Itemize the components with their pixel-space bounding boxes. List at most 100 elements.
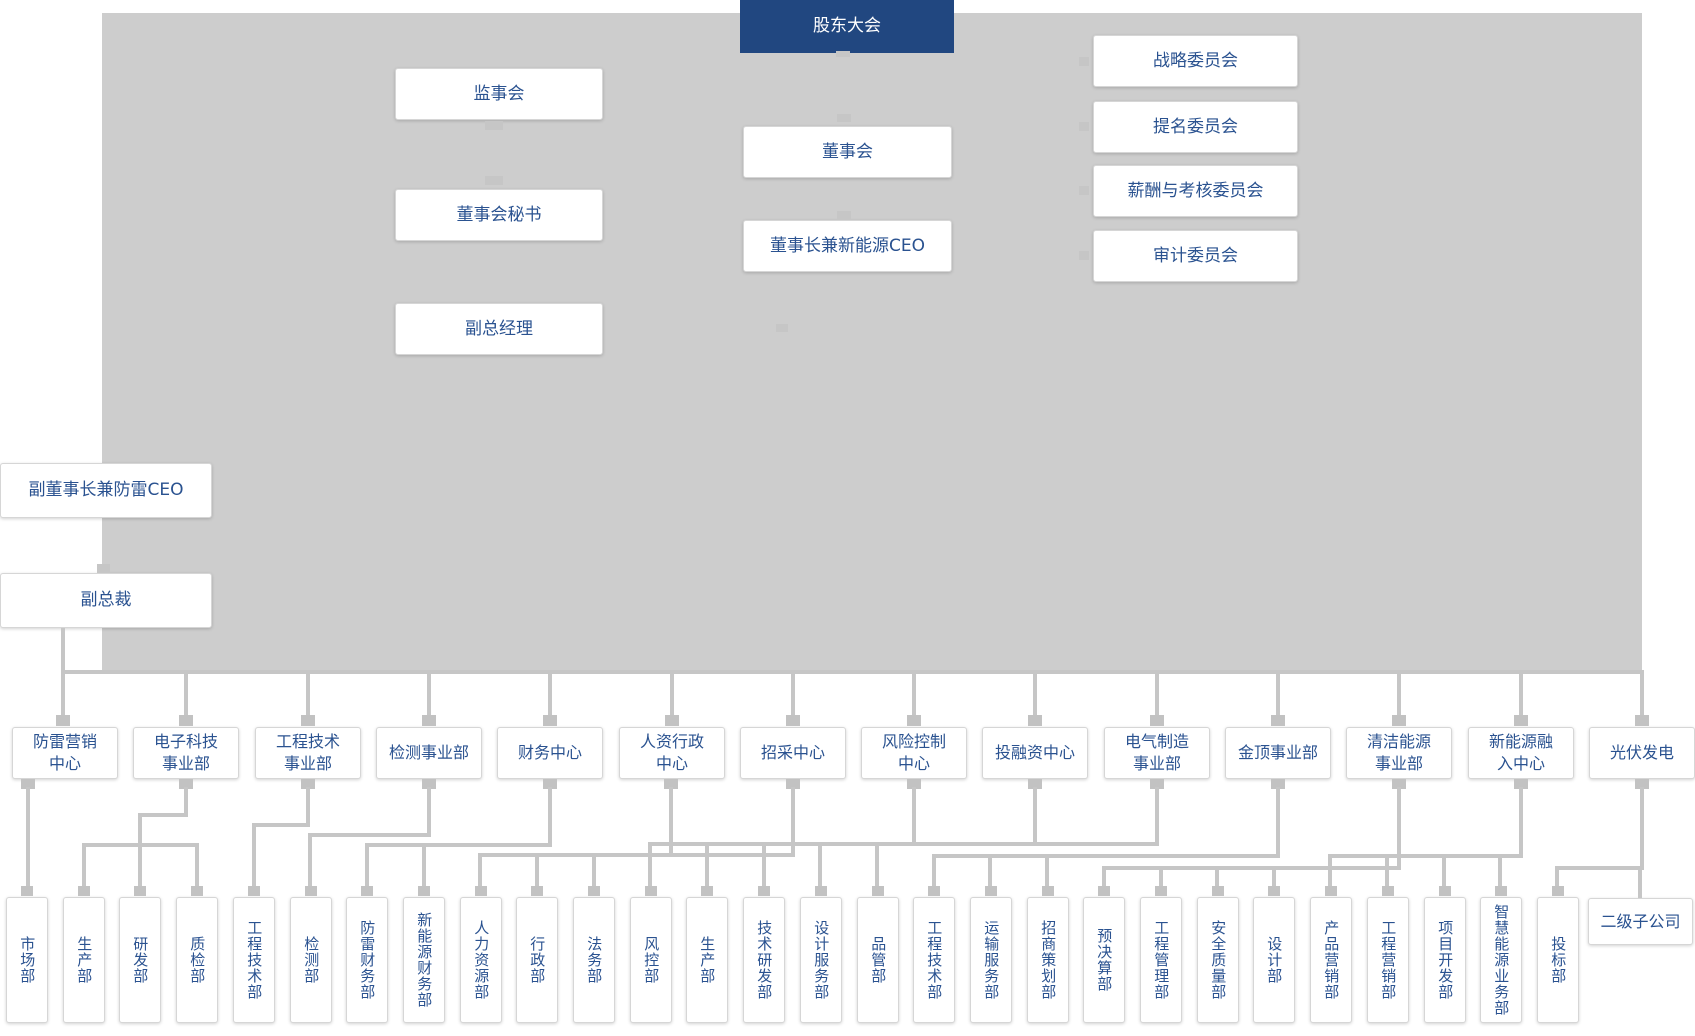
sub-department-box: 质检部 [176,897,218,1023]
connector-line [367,843,552,847]
connector-line [480,853,795,857]
connector-line [82,843,86,890]
connector-stub [1635,715,1649,726]
connector-stub [701,886,713,896]
sub-department-box: 智慧能源业务部 [1480,897,1522,1023]
connector-line [1045,854,1049,890]
connector-line [1272,866,1276,890]
connector-stub [665,715,679,726]
connector-line [306,674,310,718]
connector-stub [1268,886,1280,896]
sub-department-box: 产品营销部 [1310,897,1352,1023]
connector-marker [836,51,850,57]
connector-line [670,674,674,718]
connector-stub [907,715,921,726]
connector-line [1159,866,1163,890]
committee-box-nomination: 提名委员会 [1093,101,1298,153]
sub-department-box: 工程管理部 [1140,897,1182,1023]
connector-line [1519,787,1523,854]
connector-line [26,787,30,890]
connector-stub [179,779,193,789]
sub-department-box: 风控部 [630,897,672,1023]
connector-stub [1150,779,1164,789]
sub-department-box: 运输服务部 [970,897,1012,1023]
connector-line [791,674,795,718]
connector-marker [1079,122,1089,131]
department-box: 风险控制 中心 [861,727,967,779]
connector-line [61,628,65,674]
connector-line [592,853,596,890]
connector-marker [1079,57,1089,66]
connector-marker [776,324,788,332]
connector-stub [1514,779,1528,789]
connector-stub [134,886,146,896]
background-panel [102,13,1642,670]
connector-stub [422,715,436,726]
connector-line [548,787,552,843]
connector-marker [485,176,503,185]
sub-department-box: 生产部 [686,897,728,1023]
connector-stub [1635,779,1649,789]
connector-stub [543,715,557,726]
connector-line [306,787,310,823]
sub-department-box: 法务部 [573,897,615,1023]
connector-stub [928,886,940,896]
connector-marker [1079,186,1089,195]
connector-stub [1495,886,1507,896]
connector-line [1555,866,1559,890]
connector-line [762,842,766,890]
connector-stub [1271,715,1285,726]
committee-box-compensation: 薪酬与考核委员会 [1093,165,1298,217]
connector-line [934,854,1280,858]
connector-line [422,843,426,890]
deputy-general-manager-box: 副总经理 [395,303,603,355]
connector-line [1498,854,1502,890]
connector-line [308,833,312,890]
sub-department-box: 品管部 [857,897,899,1023]
connector-line [1155,787,1159,842]
connector-line [140,813,188,817]
connector-line [548,674,552,718]
sub-department-box: 生产部 [63,897,105,1023]
connector-stub [907,779,921,789]
connector-line [478,853,482,890]
sub-department-box: 工程技术部 [913,897,955,1023]
connector-stub [21,779,35,789]
committee-box-audit: 审计委员会 [1093,230,1298,282]
connector-line [138,813,142,843]
connector-line [791,787,795,853]
connector-marker [97,564,110,573]
connector-line [818,842,822,890]
connector-stub [1514,715,1528,726]
connector-stub [475,886,487,896]
vice-chairman-lightning-ceo-box: 副董事长兼防雷CEO [0,463,212,518]
connector-stub [531,886,543,896]
connector-line [252,823,256,890]
sub-department-box: 检测部 [290,897,332,1023]
department-box: 检测事业部 [376,727,482,779]
connector-stub [1028,779,1042,789]
connector-stub [985,886,997,896]
connector-line [1640,787,1644,866]
connector-line [705,842,709,890]
connector-line [1330,854,1523,858]
connector-line [875,842,879,890]
connector-stub [1392,715,1406,726]
sub-department-box: 工程营销部 [1367,897,1409,1023]
department-box: 电子科技 事业部 [133,727,239,779]
connector-stub [543,779,557,789]
board-of-directors-box: 董事会 [743,126,952,178]
department-box: 财务中心 [497,727,603,779]
connector-stub [1382,886,1394,896]
connector-line [1102,866,1106,890]
connector-stub [664,779,678,789]
board-secretary-box: 董事会秘书 [395,189,603,241]
department-box: 工程技术 事业部 [255,727,361,779]
connector-marker [485,121,503,130]
sub-department-box: 投标部 [1537,897,1579,1023]
sub-department-box: 行政部 [516,897,558,1023]
committee-box-strategy: 战略委员会 [1093,35,1298,87]
connector-stub [786,779,800,789]
connector-stub [301,779,315,789]
